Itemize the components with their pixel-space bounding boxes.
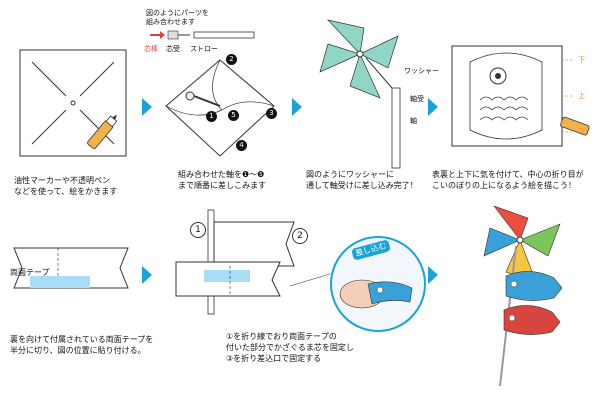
step5-caption-line1: 裏を向けて付属されている両面テープを	[10, 335, 154, 344]
step2-number-5: 5	[228, 110, 239, 121]
step1-caption-line2: などを使って、絵をかきます	[14, 187, 118, 196]
finished-product-illustration	[483, 205, 563, 387]
step5-caption-line2: 半分に切り、図の位置に貼り付ける。	[10, 346, 146, 355]
bubble-pointer	[289, 273, 331, 287]
finished-pinwheel-illustration	[319, 19, 401, 169]
next-step-arrow-2	[292, 98, 302, 116]
label-washer: ワッシャー	[404, 67, 439, 75]
step2-number-3: 3	[266, 108, 277, 119]
label-top: 上	[578, 92, 585, 100]
part-label-straw: ストロー	[190, 45, 218, 53]
step2-number-2: 2	[226, 54, 237, 65]
pinwheel-sheet-illustration	[19, 49, 127, 157]
step6-caption-line3: ③を折り差込口で固定する	[226, 354, 322, 363]
step6-caption-line2: 付いた部分でかざぐるま芯を固定し	[226, 343, 354, 352]
part-label-shaft-holder: 芯受	[166, 45, 180, 53]
next-step-arrow-1	[142, 98, 152, 116]
step4-caption-line2: こいのぼりの上になるよう絵を描こう！	[432, 181, 576, 190]
part-label-shaft: 芯棒	[144, 45, 158, 53]
carp-drawing-illustration	[451, 45, 590, 147]
tape-sheet-illustration	[13, 247, 129, 289]
folded-sheet-illustration	[165, 59, 275, 157]
next-step-arrow-4	[142, 266, 152, 284]
fold-number-1: 1	[190, 222, 206, 238]
next-step-arrow-3	[428, 98, 438, 116]
parts-illustration	[150, 30, 255, 40]
fold-number-2: 2	[292, 228, 308, 244]
step2-top-label-line1: 図のようにパーツを	[146, 9, 209, 17]
label-bottom-2: 下	[578, 128, 585, 136]
step2-caption-line1: 組み合わせた軸を❶〜❺	[178, 170, 265, 179]
step3-caption-line2: 通して軸受けに差し込み完了！	[306, 181, 418, 190]
step2-top-label-line2: 組み合わせます	[146, 18, 195, 26]
step2-number-1: 1	[206, 111, 217, 122]
step6-caption-line1: ①を折り線でおり両面テープの	[226, 332, 337, 341]
folding-illustration	[175, 209, 295, 315]
step2-number-4: 4	[236, 140, 247, 151]
next-step-arrow-5	[428, 266, 438, 284]
step1-caption-line1: 油性マーカーや不透明ペン	[14, 176, 110, 185]
label-shaft: 軸	[410, 117, 417, 125]
label-bottom-1: 下	[578, 56, 585, 64]
step4-caption-line1: 表裏と上下に気を付けて、中心の折り目が	[432, 170, 584, 179]
label-shaft-holder: 軸受	[410, 95, 424, 103]
tape-label: 両面テープ	[10, 268, 50, 277]
step2-caption-line2: まで順番に差しこみます	[178, 181, 266, 190]
step3-caption-line1: 図のようにワッシャーに	[306, 170, 394, 179]
